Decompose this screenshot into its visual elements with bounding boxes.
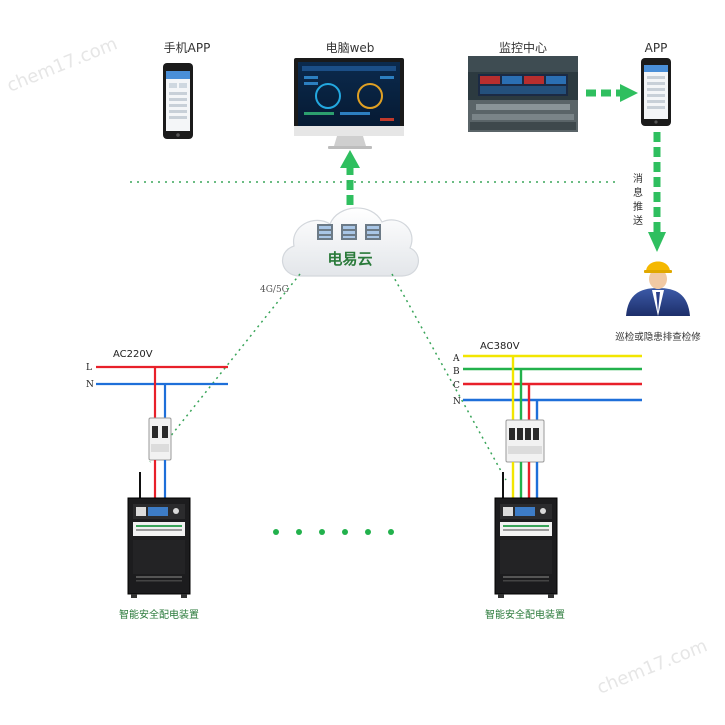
worker-caption: 巡检或隐患排查检修 xyxy=(615,331,701,343)
cloud-icon xyxy=(282,207,419,277)
push-char-3: 推 xyxy=(633,200,643,213)
worker-icon xyxy=(626,261,690,316)
pc-web-label: 电脑web xyxy=(326,41,375,55)
app-phone-icon xyxy=(641,58,671,126)
monitoring-center-photo xyxy=(468,56,578,132)
monitor-center-label: 监控中心 xyxy=(499,40,547,55)
arrow-cloud-to-web xyxy=(340,150,360,205)
watermark-top-left: chem17.com xyxy=(4,33,120,96)
left-line-n-label: N xyxy=(86,380,94,390)
right-distribution-cabinet xyxy=(494,472,558,598)
left-distribution-cabinet xyxy=(127,472,191,598)
server-icon xyxy=(317,224,333,240)
phone-app-icon xyxy=(163,63,193,139)
push-char-1: 消 xyxy=(633,172,643,185)
left-device-caption: 智能安全配电装置 xyxy=(119,608,199,621)
left-voltage-label: AC220V xyxy=(113,349,153,360)
pc-monitor-icon xyxy=(294,58,404,149)
right-voltage-label: AC380V xyxy=(480,341,520,352)
cloud-label: 电易云 xyxy=(327,250,372,268)
right-device-caption: 智能安全配电装置 xyxy=(485,608,565,621)
watermark-bottom-right: chem17.com xyxy=(594,635,710,698)
right-line-c-label: C xyxy=(453,381,460,391)
left-line-l-label: L xyxy=(86,363,92,373)
link-right-device xyxy=(391,273,507,481)
server-icon xyxy=(365,224,381,240)
arrow-to-app xyxy=(586,84,638,102)
server-icon xyxy=(341,224,357,240)
right-line-b-label: B xyxy=(453,367,460,377)
right-breaker xyxy=(505,419,545,463)
network-label: 4G/5G xyxy=(260,285,289,295)
push-char-2: 息 xyxy=(633,186,643,199)
arrow-message-push xyxy=(648,132,666,252)
right-line-a-label: A xyxy=(452,354,460,364)
more-devices-dots xyxy=(273,529,394,535)
right-line-n-label: N xyxy=(453,397,461,407)
left-breaker xyxy=(148,417,172,461)
push-char-4: 送 xyxy=(633,214,643,227)
phone-app-label: 手机APP xyxy=(164,41,211,55)
app-label: APP xyxy=(645,41,668,55)
